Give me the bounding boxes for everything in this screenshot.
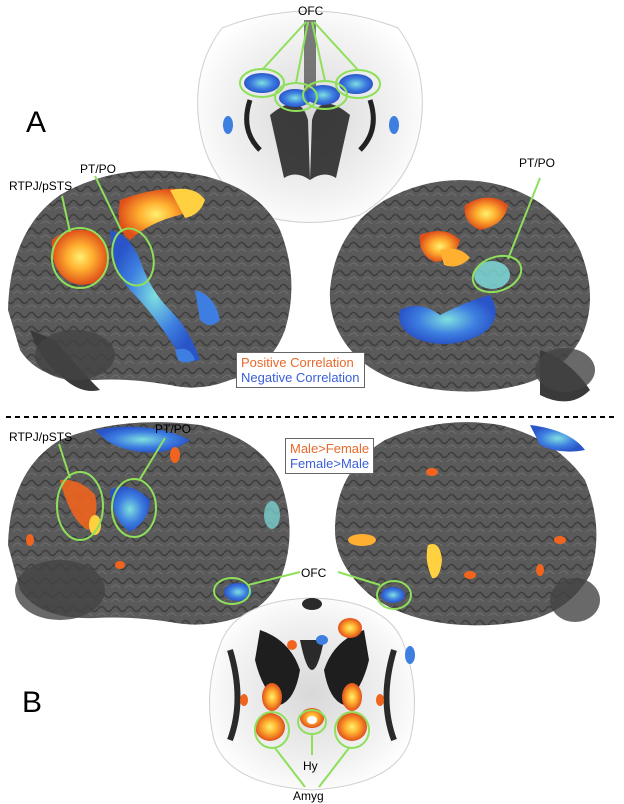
axial-slice [197,10,423,223]
roi-circles-left-a [51,175,155,289]
label-ptpo-a-left: PT/PO [80,162,117,176]
legend-male-gt-female: Male>Female [290,441,370,456]
brain-left-b [8,422,290,625]
roi-circles-left-b [56,437,166,541]
coronal-slice [209,597,415,791]
roi-circles-right-b [376,580,412,610]
label-ptpo-a-right: PT/PO [519,156,556,170]
legend-sex-difference: Male>Female Female>Male [285,438,375,474]
label-ofc-bottom: OFC [301,566,327,580]
label-ptpo-b: PT/PO [155,422,192,436]
subcortical-roi-circles [254,709,370,788]
legend-positive-correlation: Positive Correlation [241,355,354,370]
legend-female-gt-male: Female>Male [290,456,370,471]
brain-right-a [329,180,595,402]
ofc-roi-bottom-links [213,571,381,605]
label-rtpj-a: RTPJ/pSTS [9,179,73,193]
panel-label-b: B [22,686,43,719]
roi-circles-right-a [471,177,541,294]
panel-label-a: A [26,106,47,139]
ofc-roi-top [239,21,381,112]
legend-negative-correlation: Negative Correlation [241,370,360,385]
legend-correlation: Positive Correlation Negative Correlatio… [236,352,365,388]
label-hy: Hy [303,759,318,773]
label-amyg: Amyg [293,789,324,803]
label-rtpj-b: RTPJ/pSTS [9,430,73,444]
brain-right-b [335,422,600,626]
label-ofc-top: OFC [298,4,324,18]
